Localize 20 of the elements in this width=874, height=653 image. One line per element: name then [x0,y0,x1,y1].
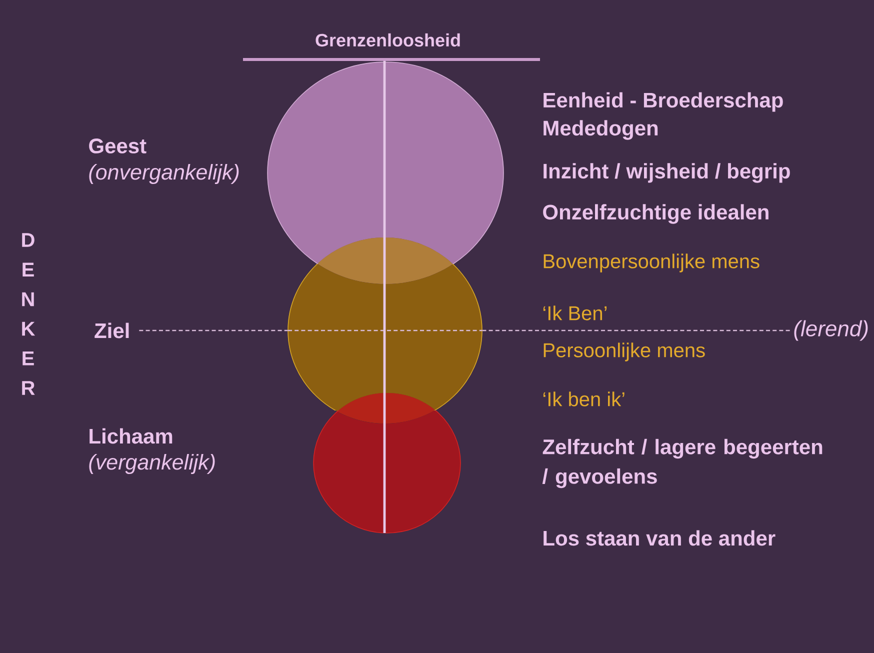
text-label: Bovenpersoonlijke mens [544,254,760,272]
text-label: Inzicht / wijsheid / begrip [544,163,790,183]
text-label: Zelfzucht / lagere begeerten / gevoelens [542,438,822,488]
text-label: Persoonlijke mens [544,342,705,362]
text-label: (onvergankelijk) [89,164,239,184]
text-label: Ziel [94,322,129,338]
text-label: ‘Ik ben ik’ [543,392,624,406]
text-label: Eenheid - Broederschap [544,92,783,112]
text-label: ‘Ik Ben’ [543,306,607,320]
dashed-line [482,330,792,332]
dashed-line [139,330,288,332]
text-label: Lichaam [90,428,172,444]
text-label: (vergankelijk) [89,454,215,474]
vertical-text: D E N K E R [22,233,36,395]
text-label: (lerend) [794,320,868,341]
text-label: Onzelfzuchtige idealen [543,204,768,224]
heading: Grenzenloosheid [316,33,460,47]
text-label: Los staan van de ander [544,530,776,546]
text-label: Mededogen [544,120,658,140]
text-label: Geest [89,138,146,154]
